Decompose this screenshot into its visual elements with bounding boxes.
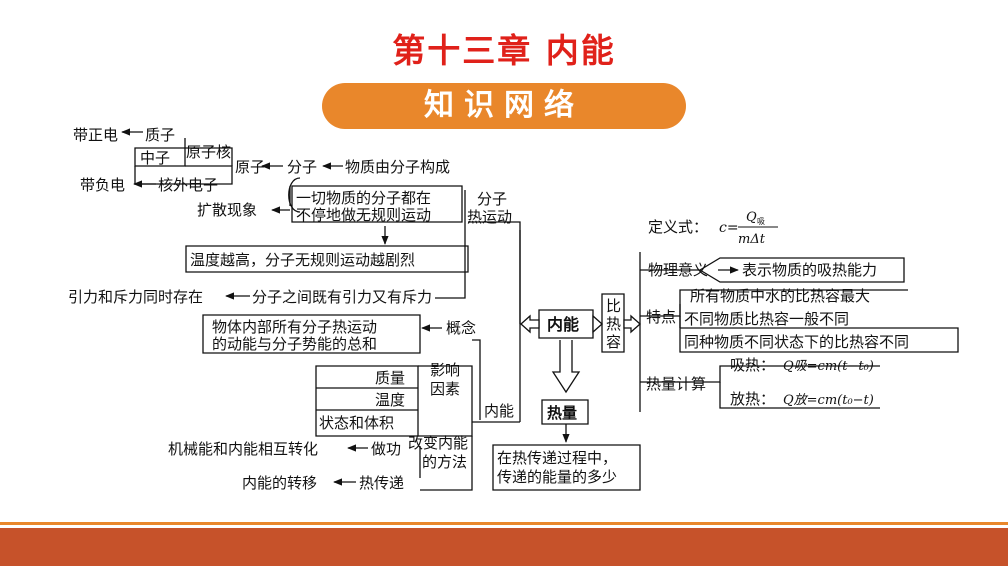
text-yinli: 引力和斥力同时存在 bbox=[68, 288, 203, 306]
text-yundong1: 一切物质的分子都在 bbox=[296, 189, 431, 207]
text-gaibian2: 的方法 bbox=[422, 453, 467, 471]
text-neineng-v: 内能 bbox=[484, 402, 514, 420]
footer-bar bbox=[0, 528, 1008, 566]
text-center-neineng: 内能 bbox=[547, 315, 579, 334]
text-fenzi: 分子 bbox=[287, 158, 317, 176]
text-jianli: 分子之间既有引力又有斥力 bbox=[252, 288, 432, 306]
text-zuogong: 做功 bbox=[371, 440, 401, 458]
text-def1: 在热传递过程中， bbox=[497, 449, 617, 467]
text-biaoshi: 表示物质的吸热能力 bbox=[742, 261, 877, 279]
text-td2: 不同物质比热容一般不同 bbox=[684, 310, 849, 328]
text-denom: mΔt bbox=[738, 232, 766, 247]
text-gainian1: 物体内部所有分子热运动 bbox=[212, 318, 377, 336]
text-zhongzi: 中子 bbox=[140, 149, 170, 167]
text-yundong2: 不停地做无规则运动 bbox=[296, 206, 431, 224]
text-def2: 传递的能量的多少 bbox=[497, 468, 617, 486]
text-gaibian1: 改变内能 bbox=[408, 434, 468, 452]
text-yuanzi: 原子 bbox=[235, 158, 265, 176]
text-fangre-formula: Q放=cm(t₀−t) bbox=[783, 393, 874, 408]
text-tedian: 特点 bbox=[646, 308, 676, 326]
text-Q: Q bbox=[746, 210, 757, 225]
text-rong: 容 bbox=[606, 333, 621, 351]
text-zhuangtai: 状态和体积 bbox=[319, 414, 394, 432]
text-yuanzihe: 原子核 bbox=[186, 143, 231, 161]
text-gainian: 概念 bbox=[446, 319, 476, 337]
text-fangre-label: 放热： bbox=[730, 390, 775, 408]
text-dingyi: 定义式： bbox=[648, 218, 708, 236]
text-zhengdian: 带正电 bbox=[73, 126, 118, 144]
text-c-eq: c= bbox=[719, 220, 739, 236]
text-kuosan: 扩散现象 bbox=[197, 201, 257, 219]
text-td3: 同种物质不同状态下的比热容不同 bbox=[684, 333, 909, 351]
text-td1: 所有物质中水的比热容最大 bbox=[690, 287, 870, 305]
text-wendu: 温度越高，分子无规则运动越剧烈 bbox=[190, 251, 415, 269]
text-fenzi-re1: 分子 bbox=[477, 190, 507, 208]
text-fudian: 带负电 bbox=[80, 176, 125, 194]
text-yingxiang1: 影响 bbox=[430, 361, 460, 379]
text-rechuandi: 热传递 bbox=[359, 474, 404, 492]
text-xire-formula: Q吸=cm(t−t₀) bbox=[783, 359, 874, 374]
text-jisuan: 热量计算 bbox=[646, 375, 706, 393]
text-zhuanyi: 内能的转移 bbox=[242, 474, 317, 492]
footer-accent-line bbox=[0, 522, 1008, 525]
text-goucheng: 物质由分子构成 bbox=[345, 158, 450, 176]
text-wendu2: 温度 bbox=[375, 391, 405, 409]
text-re: 热 bbox=[606, 315, 621, 333]
text-zhiliang: 质量 bbox=[375, 369, 405, 387]
text-xire-label: 吸热： bbox=[730, 356, 775, 374]
text-bi: 比 bbox=[606, 297, 621, 315]
text-wuli: 物理意义 bbox=[648, 261, 708, 279]
text-Q-sub: 吸 bbox=[757, 217, 765, 226]
section-banner: 知识网络 bbox=[322, 83, 686, 129]
text-yingxiang2: 因素 bbox=[430, 380, 460, 398]
text-fenzi-re2: 热运动 bbox=[467, 208, 512, 226]
page-title: 第十三章 内能 bbox=[392, 31, 616, 70]
text-reliang: 热量 bbox=[547, 404, 577, 422]
text-gainian2: 的动能与分子势能的总和 bbox=[212, 335, 377, 353]
text-jixie: 机械能和内能相互转化 bbox=[168, 440, 318, 458]
text-hewai: 核外电子 bbox=[158, 176, 218, 194]
text-zhizi: 质子 bbox=[145, 126, 175, 144]
